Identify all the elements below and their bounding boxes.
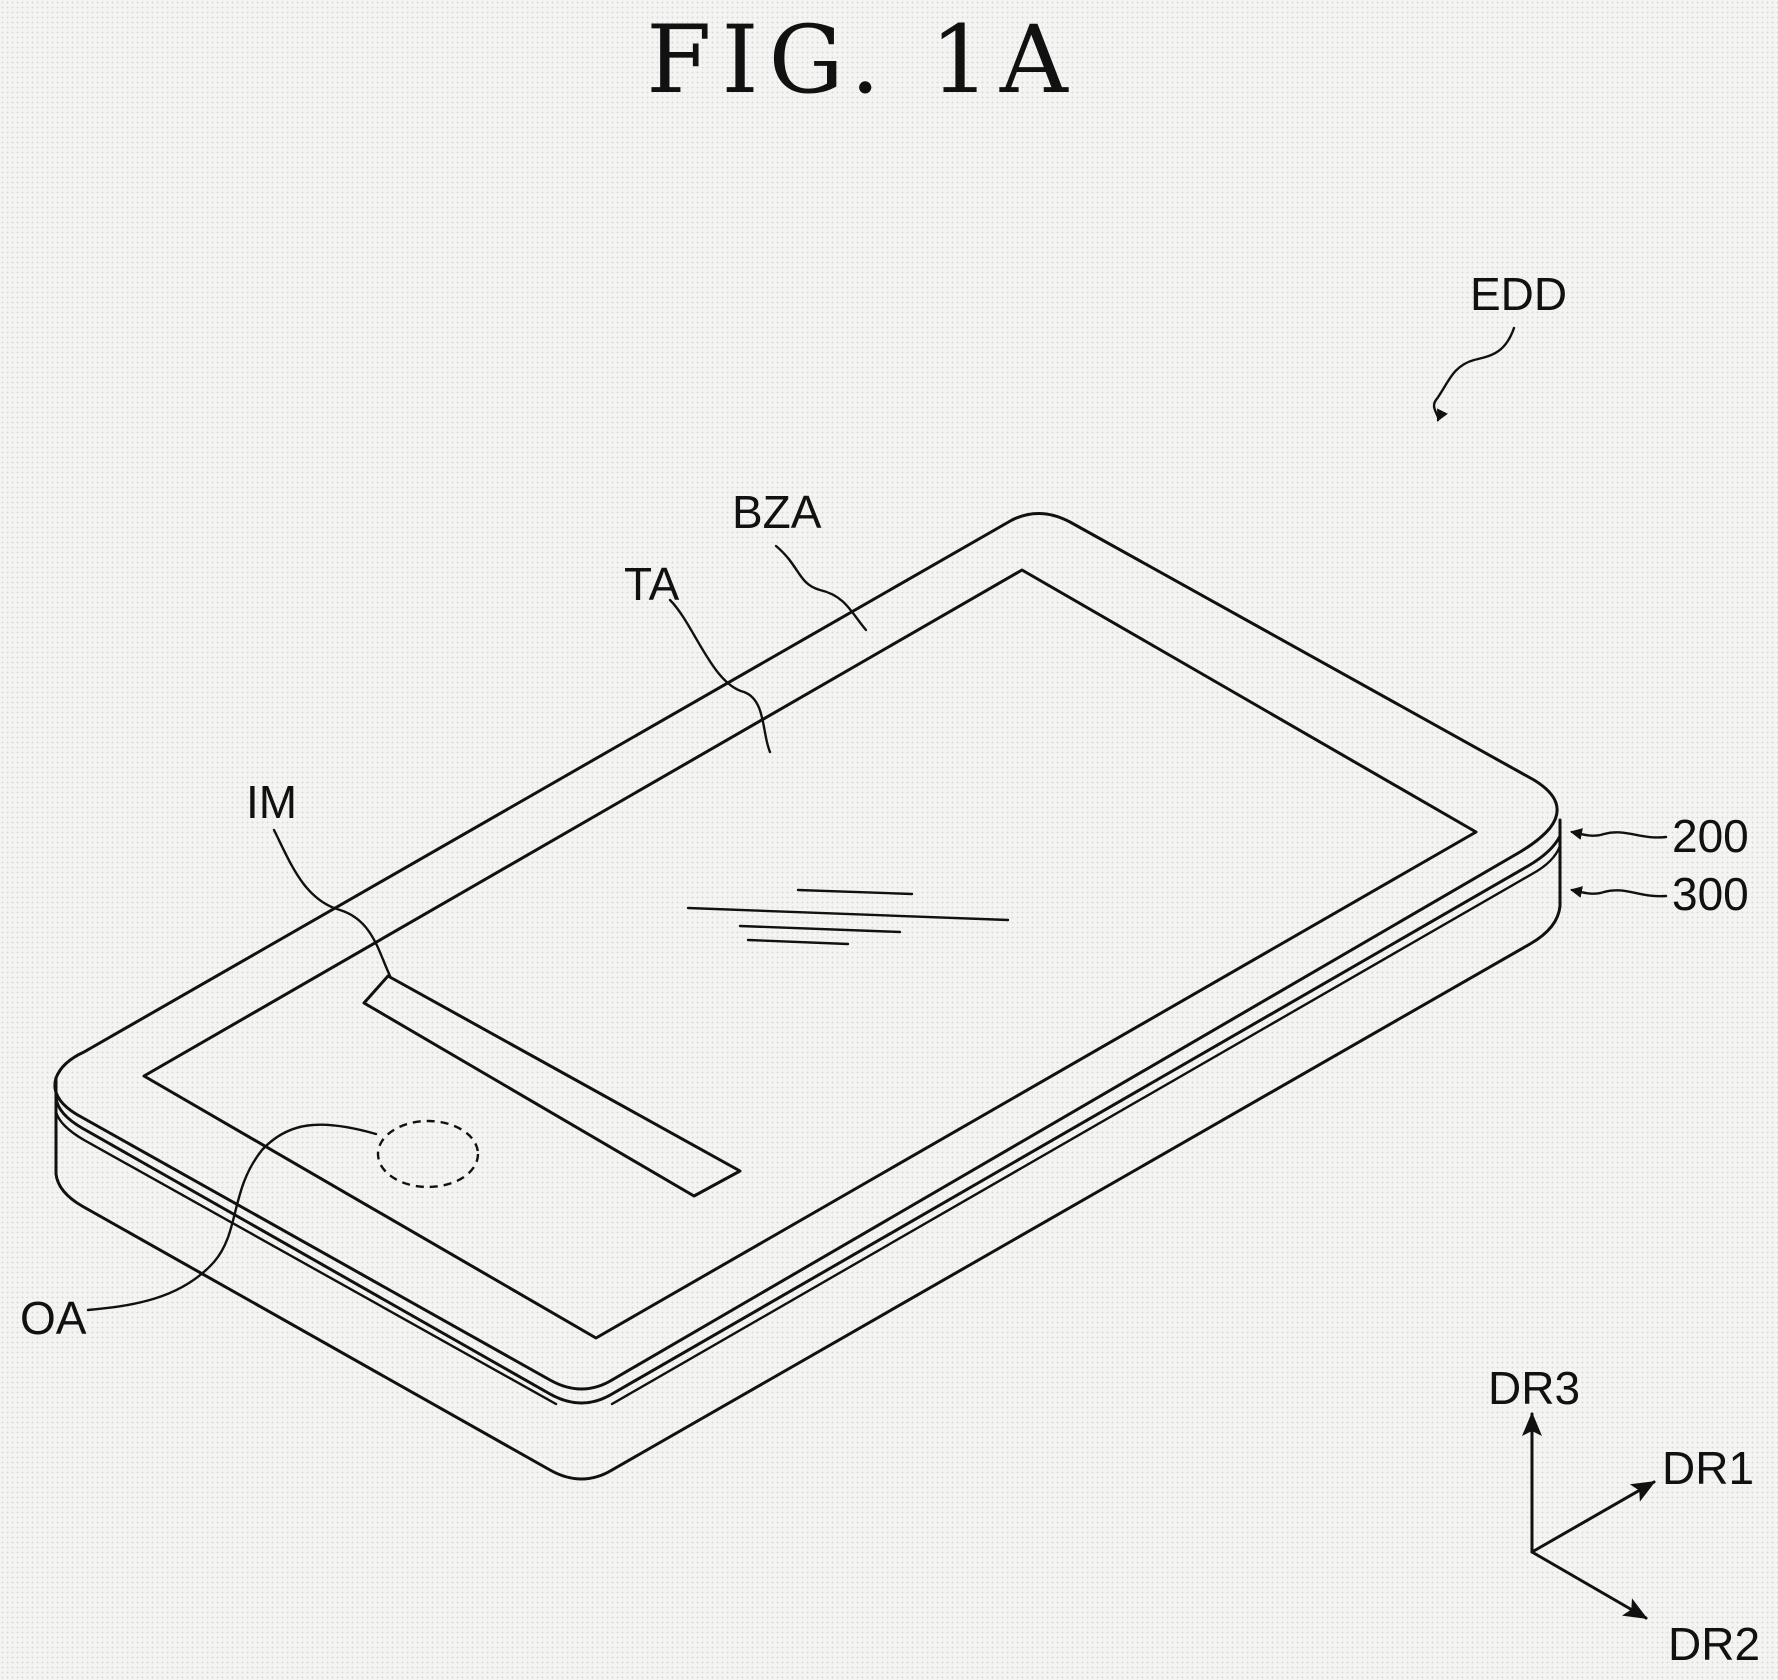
window-side-edge [56,820,1560,1403]
opening-area-outline [378,1121,478,1187]
device-leader [1434,328,1514,420]
opening-area-label: OA [20,1292,87,1344]
image-leader [274,830,390,976]
window-label: 200 [1672,810,1749,862]
dr1-axis-arrow [1532,1482,1654,1552]
electronic-device [55,513,1560,1479]
opening-area-leader [88,1125,376,1310]
leader-lines [88,328,1666,1310]
bezel-area-label: BZA [732,486,822,538]
screen-glare-lines [688,890,1008,944]
bezel-area-leader [776,546,866,630]
window-top-surface [55,513,1557,1389]
housing-side-edge [56,836,1560,1479]
window-leader [1572,832,1666,837]
device-label: EDD [1470,268,1567,320]
transmission-area-leader [670,600,770,752]
housing-label: 300 [1672,868,1749,920]
dr2-axis-arrow [1532,1552,1646,1618]
dr3-label: DR3 [1488,1362,1580,1414]
direction-axes: DR3 DR1 DR2 [1488,1362,1760,1670]
dr1-label: DR1 [1662,1442,1754,1494]
figure-title: FIG. 1A [646,6,1078,115]
housing-leader [1572,890,1666,896]
image-label: IM [246,776,297,828]
transmission-area-outline [144,570,1476,1338]
dr2-label: DR2 [1668,1618,1760,1670]
transmission-area-label: TA [624,558,680,610]
image-block [364,976,740,1196]
